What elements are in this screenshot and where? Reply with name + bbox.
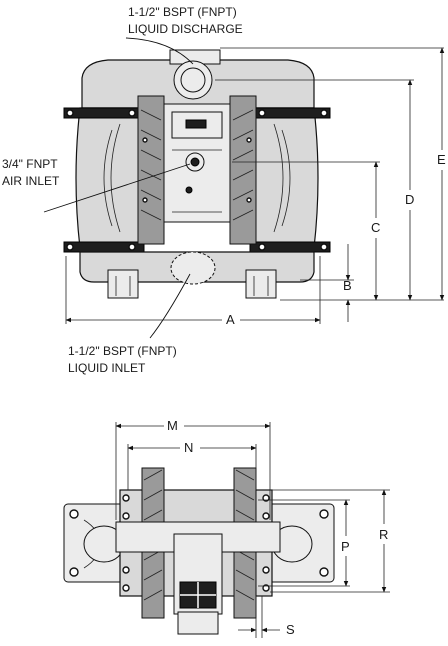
left-foot: [107, 269, 139, 299]
liquid-inlet-size: 1-1/2" BSPT (FNPT): [68, 344, 177, 358]
dimension-m: M: [167, 418, 178, 433]
dimension-b: B: [343, 278, 352, 293]
right-chamber: [253, 107, 319, 249]
air-inlet-size: 3/4" FNPT: [2, 157, 58, 171]
dimension-d: D: [405, 192, 414, 207]
dimension-e: E: [437, 152, 446, 167]
dimension-a: A: [226, 312, 235, 327]
top-bolts: [69, 494, 329, 592]
left-diaphragm-ring: [137, 95, 165, 245]
liquid-discharge-size: 1-1/2" BSPT (FNPT): [128, 5, 237, 19]
dimension-r: R: [379, 527, 388, 542]
air-inlet-label: AIR INLET: [2, 174, 60, 188]
right-foot: [245, 269, 277, 299]
dimension-s: S: [286, 622, 295, 637]
discharge-leader: [125, 37, 194, 65]
liquid-discharge-label: LIQUID DISCHARGE: [128, 22, 243, 36]
top-view: [63, 467, 335, 635]
dimension-c: C: [371, 220, 380, 235]
dimension-n: N: [184, 440, 193, 455]
right-diaphragm-ring: [229, 95, 257, 245]
left-chamber: [75, 107, 141, 249]
air-inlet-leader: [43, 163, 191, 213]
inlet-leader: [149, 273, 191, 339]
inlet-port: [170, 251, 216, 285]
front-view: [63, 49, 331, 299]
front-dimensions: [65, 47, 445, 324]
dimension-p: P: [341, 539, 350, 554]
top-dimensions: [115, 422, 390, 638]
front-bolts: [66, 109, 328, 251]
top-muffler: [177, 611, 219, 635]
liquid-inlet-label: LIQUID INLET: [68, 361, 146, 375]
